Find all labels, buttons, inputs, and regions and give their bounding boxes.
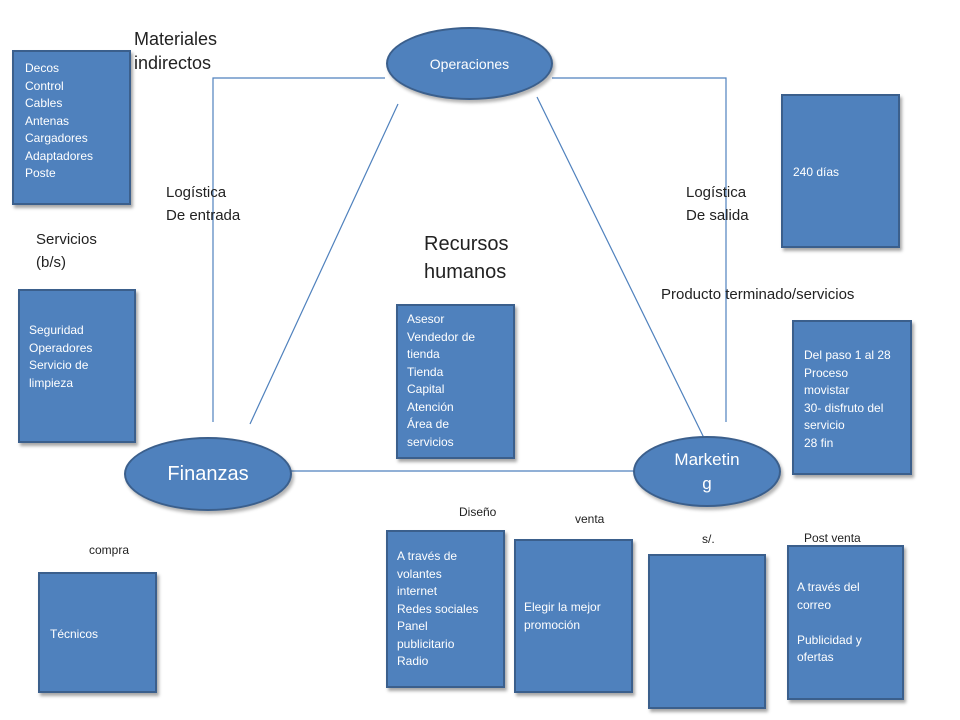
label-soles-text: s/.: [702, 532, 715, 546]
label-diseno-text: Diseño: [459, 505, 497, 519]
box-diseno-line-7: Radio: [397, 654, 429, 668]
label-materiales-indirectos-line-1: Materiales: [134, 29, 218, 49]
connector-diagonal-marketing: [536, 96, 705, 439]
box-pasos-line-1: Del paso 1 al 28: [804, 348, 891, 362]
box-post-venta: A través del correo Publicidad y ofertas: [787, 545, 904, 700]
label-servicios: Servicios (b/s): [36, 228, 97, 274]
connector-operaciones-marketing-right: [552, 77, 727, 422]
box-recursos-line-6: Atención: [407, 399, 454, 414]
node-finanzas: Finanzas: [124, 437, 292, 511]
label-recursos-humanos-line-1: Recursos: [424, 233, 509, 255]
box-recursos-line-5: Capital: [407, 382, 445, 396]
box-post-venta-line-1: A través del: [797, 580, 860, 594]
box-soles: [648, 554, 766, 709]
label-recursos-humanos: Recursos humanos: [424, 230, 508, 286]
label-soles: s/.: [702, 531, 715, 547]
box-recursos-line-8: servicios: [407, 434, 454, 449]
box-recursos-line-2: Vendedor de: [407, 329, 476, 344]
node-operaciones: Operaciones: [386, 27, 553, 100]
connector-operaciones-finanzas-left: [212, 77, 385, 422]
box-materiales-line-2: Control: [25, 78, 64, 93]
box-materiales-line-4: Antenas: [25, 113, 70, 128]
box-pasos: Del paso 1 al 28 Proceso movistar 30- disfr…: [792, 320, 912, 475]
box-recursos-line-4: Tienda: [407, 364, 444, 379]
node-marketing: Marketin g: [633, 436, 781, 507]
label-logistica-entrada: Logística De entrada: [166, 181, 240, 227]
box-pasos-line-6: 28 fin: [804, 435, 834, 450]
label-materiales-indirectos-line-2: indirectos: [134, 53, 212, 73]
node-operaciones-label: Operaciones: [429, 55, 510, 72]
connector-diagonal-finanzas: [249, 103, 399, 425]
label-producto-terminado-text: Producto terminado/servicios: [661, 286, 855, 303]
label-post-venta: Post venta: [804, 530, 861, 546]
box-materiales-line-3: Cables: [25, 96, 63, 110]
box-pasos-line-2: Proceso: [804, 365, 849, 380]
box-venta-line-2: promoción: [524, 617, 581, 632]
box-materiales-line-7: Poste: [25, 166, 56, 180]
box-pasos-line-5: servicio: [804, 418, 845, 432]
label-compra: compra: [89, 542, 129, 558]
label-recursos-humanos-line-2: humanos: [424, 261, 507, 283]
box-diseno-line-5: Panel: [397, 619, 428, 633]
box-post-venta-line-5: ofertas: [797, 650, 834, 664]
box-post-venta-line-3: [797, 614, 902, 632]
box-dias-line-1: 240 días: [793, 165, 840, 179]
box-materiales-line-5: Cargadores: [25, 131, 88, 145]
label-logistica-entrada-line-2: De entrada: [166, 207, 241, 224]
box-diseno-line-4: Redes sociales: [397, 601, 479, 616]
box-tecnicos: Técnicos: [38, 572, 157, 693]
box-recursos-line-1: Asesor: [407, 312, 445, 326]
label-producto-terminado: Producto terminado/servicios: [661, 285, 854, 305]
label-venta: venta: [575, 511, 604, 527]
box-pasos-line-4: 30- disfruto del: [804, 400, 884, 415]
box-materiales-line-6: Adaptadores: [25, 148, 94, 163]
label-venta-text: venta: [575, 512, 605, 526]
label-servicios-line-1: Servicios: [36, 231, 97, 248]
label-logistica-salida-line-1: Logística: [686, 184, 747, 201]
node-marketing-line-1: Marketin: [674, 449, 740, 469]
box-post-venta-line-2: correo: [797, 597, 832, 612]
label-post-venta-text: Post venta: [804, 531, 861, 545]
label-logistica-salida-line-2: De salida: [686, 207, 749, 224]
node-finanzas-label: Finanzas: [167, 462, 249, 485]
label-logistica-salida: Logística De salida: [686, 181, 749, 227]
box-diseno-line-6: publicitario: [397, 636, 455, 651]
box-diseno-line-2: volantes: [397, 566, 442, 581]
label-materiales-indirectos: Materiales indirectos: [134, 27, 217, 75]
box-servicios-line-2: Operadores: [29, 340, 93, 355]
label-servicios-line-2: (b/s): [36, 254, 66, 271]
box-servicios-line-1: Seguridad: [29, 323, 84, 337]
label-compra-text: compra: [89, 543, 130, 557]
box-venta: Elegir la mejor promoción: [514, 539, 633, 693]
box-materiales-line-1: Decos: [25, 61, 60, 75]
box-servicios-line-3: Servicio de: [29, 358, 89, 372]
label-logistica-entrada-line-1: Logística: [166, 184, 227, 201]
box-diseno-line-3: internet: [397, 584, 438, 598]
box-recursos-line-3: tienda: [407, 347, 440, 361]
box-tecnicos-line-1: Técnicos: [50, 627, 99, 641]
node-marketing-line-2: g: [702, 473, 712, 493]
box-pasos-line-3: movistar: [804, 383, 850, 397]
box-240-dias: 240 días: [781, 94, 900, 248]
box-venta-line-1: Elegir la mejor: [524, 600, 601, 614]
box-servicios-line-4: limpieza: [29, 375, 74, 390]
box-recursos-line-7: Área de: [407, 417, 450, 431]
box-post-venta-line-4: Publicidad y: [797, 632, 862, 647]
box-diseno-line-1: A través de: [397, 549, 458, 563]
label-diseno: Diseño: [459, 504, 496, 520]
